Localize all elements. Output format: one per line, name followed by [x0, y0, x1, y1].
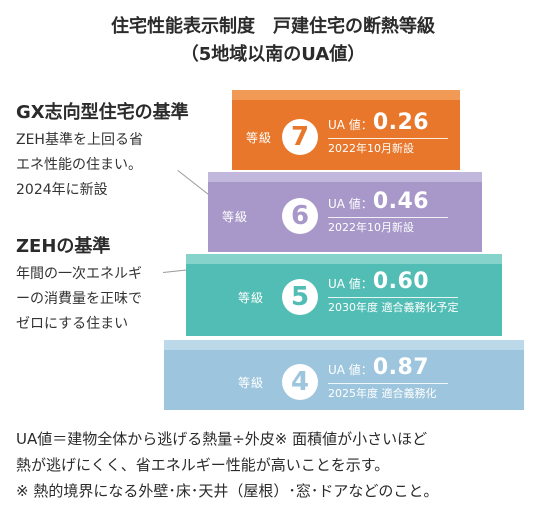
gx-description: ZEH基準を上回る省 エネ性能の住まい。 2024年に新設 — [16, 132, 143, 198]
grade-6-step-top — [208, 172, 482, 182]
grade-7-ua-label: UA 値： — [328, 118, 373, 132]
grade-6-ua-value: 0.46 — [372, 189, 430, 214]
grade-4-label: 等級 — [238, 376, 265, 390]
grade-5-divider — [328, 297, 458, 298]
grade-6-label: 等級 — [222, 210, 249, 224]
grade-5-step-top — [186, 254, 502, 264]
grade-6-note: 2022年10月新設 — [328, 221, 414, 234]
grade-4-note: 2025年度 適合義務化 — [328, 387, 437, 400]
grade-4-divider — [328, 383, 448, 384]
page-title: 住宅性能表示制度 戸建住宅の断熱等級 — [111, 16, 435, 37]
grade-5-ua-value: 0.60 — [372, 269, 430, 294]
grade-4-ua-value: 0.87 — [372, 355, 430, 380]
zeh-heading: ZEHの基準 — [16, 236, 111, 257]
grade-4-ua: UA 値：0.87 — [328, 355, 429, 380]
grade-5-note: 2030年度 適合義務化予定 — [328, 301, 459, 314]
grade-5-step — [186, 254, 502, 336]
grade-7-number: 7 — [282, 119, 318, 155]
grade-7-note: 2022年10月新設 — [328, 142, 414, 155]
grade-6-number: 6 — [282, 198, 318, 234]
footer-line-3: ※ 熱的境界になる外壁･床･天井（屋根）･窓･ドアなどのこと。 — [16, 482, 439, 500]
grade-4-step-face — [164, 350, 524, 410]
grade-5-step-face — [186, 264, 502, 336]
grade-4-step — [164, 340, 524, 410]
grade-7-divider — [328, 138, 448, 139]
grade-6-ua: UA 値：0.46 — [328, 189, 429, 214]
grade-6-divider — [328, 217, 448, 218]
grade-4-ua-label: UA 値： — [328, 363, 373, 377]
grade-4-number: 4 — [282, 364, 318, 400]
grade-5-label: 等級 — [238, 291, 265, 305]
grade-7-step — [232, 90, 460, 170]
grade-7-ua-value: 0.26 — [372, 110, 430, 135]
page-subtitle: （5地域以南のUA値） — [180, 44, 366, 65]
footer-line-1: UA値＝建物全体から逃げる熱量÷外皮※ 面積値が小さいほど — [16, 430, 428, 448]
grade-5-ua: UA 値：0.60 — [328, 269, 429, 294]
grade-7-label: 等級 — [246, 131, 273, 145]
zeh-description: 年間の一次エネルギ ーの消費量を正味で ゼロにする住まい — [16, 266, 142, 332]
gx-heading: GX志向型住宅の基準 — [16, 102, 189, 123]
grade-4-step-top — [164, 340, 524, 350]
grade-5-ua-label: UA 値： — [328, 277, 373, 291]
grade-7-step-face — [232, 100, 460, 170]
grade-7-ua: UA 値：0.26 — [328, 110, 429, 135]
grade-6-ua-label: UA 値： — [328, 197, 373, 211]
grade-5-number: 5 — [282, 279, 318, 315]
grade-7-step-top — [232, 90, 460, 100]
footer-line-2: 熱が逃げにくく、省エネルギー性能が高いことを示す。 — [16, 456, 390, 474]
